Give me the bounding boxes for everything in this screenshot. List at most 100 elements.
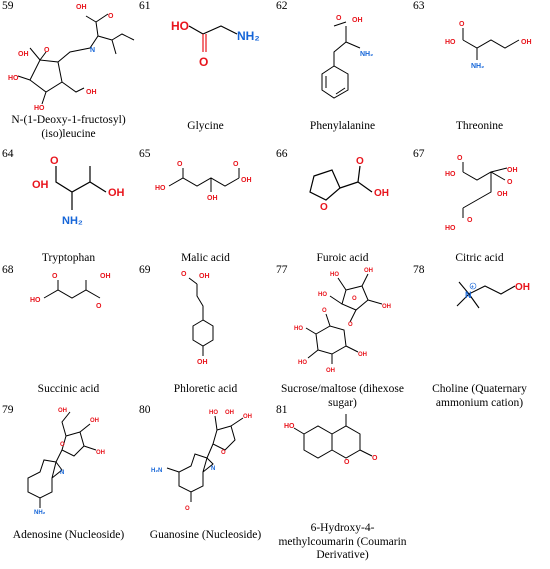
compound-name: 6-Hydroxy-4-methylcoumarin (Coumarin Der… (278, 522, 407, 561)
compound-68: 68 O OH HO O Succinic acid (0, 264, 137, 404)
svg-text:O: O (459, 21, 465, 28)
svg-text:N: N (90, 47, 95, 54)
structure-61: HO O NH₂ (171, 19, 260, 69)
compound-number: 81 (276, 404, 288, 416)
compound-name: Glycine (187, 120, 224, 132)
svg-text:O: O (467, 217, 473, 224)
svg-text:O: O (457, 155, 463, 162)
svg-text:OH: OH (108, 187, 125, 199)
compound-67: 67 O HO OH O OH HO O Citric acid (411, 148, 548, 268)
structure-81: HO O O (284, 414, 378, 466)
svg-text:NH₂: NH₂ (237, 29, 260, 43)
svg-text:O: O (52, 273, 58, 280)
compound-name: Malic acid (181, 252, 230, 264)
svg-text:N: N (465, 290, 472, 300)
svg-text:OH: OH (199, 273, 210, 280)
svg-text:+: + (471, 285, 474, 291)
svg-text:N: N (211, 466, 215, 472)
svg-text:O: O (44, 47, 50, 54)
compound-59: 59 OH O OH O OH HO HO N N-(1-Deoxy-1-fru… (0, 0, 137, 140)
structure-67: O HO OH O OH HO O (445, 155, 518, 232)
svg-text:H₂N: H₂N (151, 468, 162, 474)
svg-text:OH: OH (100, 273, 111, 280)
svg-text:O: O (96, 303, 102, 310)
compound-number: 68 (2, 264, 14, 276)
compound-name: N-(1-Deoxy-1-fructosyl) (iso)leucine (11, 114, 126, 140)
compound-name: Citric acid (455, 252, 504, 264)
compound-number: 64 (2, 148, 14, 160)
compound-69: 69 O OH OH Phloretic acid (137, 264, 274, 404)
svg-text:NH₂: NH₂ (471, 63, 484, 70)
compound-number: 63 (413, 0, 425, 12)
compound-66: 66 O O OH Furoic acid (274, 148, 411, 268)
svg-text:OH: OH (521, 39, 532, 46)
svg-text:O: O (181, 271, 187, 278)
svg-text:HO: HO (330, 272, 339, 278)
compound-name: Guanosine (Nucleoside) (149, 529, 262, 541)
svg-text:HO: HO (30, 297, 41, 304)
structure-59: OH O OH O OH HO HO N (8, 4, 135, 112)
svg-text:OH: OH (364, 268, 373, 274)
svg-text:O: O (320, 202, 328, 213)
svg-text:O: O (322, 308, 327, 314)
svg-text:HO: HO (445, 225, 456, 232)
svg-text:OH: OH (18, 51, 29, 58)
compound-77: 77 HO OH OH HO O O HO O OH OH HO Sucrose… (274, 264, 411, 409)
compound-number: 61 (139, 0, 151, 12)
svg-text:N: N (60, 470, 64, 476)
svg-text:OH: OH (382, 304, 391, 310)
svg-text:HO: HO (171, 19, 189, 33)
svg-text:HO: HO (445, 171, 456, 178)
structure-78: N + OH (456, 281, 530, 309)
compound-number: 77 (276, 264, 288, 276)
svg-text:HO: HO (445, 39, 456, 46)
compound-name: Sucrose/maltose (dihexose sugar) (281, 383, 404, 409)
compound-64: 64 O OH OH NH₂ Tryptophan (0, 148, 137, 268)
structure-79: OH OH OH O N NH₂ (27, 408, 105, 516)
svg-text:O: O (356, 156, 364, 167)
svg-text:OH: OH (507, 167, 518, 174)
svg-text:OH: OH (90, 418, 99, 424)
compound-80: 80 HO OH OH O H₂N N O Guanosine (Nucleos… (137, 404, 274, 564)
svg-text:OH: OH (197, 359, 208, 366)
compound-number: 59 (2, 0, 14, 12)
compound-65: 65 O O HO OH OH Malic acid (137, 148, 274, 268)
svg-text:HO: HO (8, 75, 19, 82)
svg-text:HO: HO (298, 360, 307, 366)
compound-78: 78 N + OH Choline (Quaternary ammonium c… (411, 264, 548, 409)
compound-number: 80 (139, 404, 151, 416)
svg-text:OH: OH (96, 450, 105, 456)
svg-text:O: O (185, 506, 190, 512)
structure-69: O OH OH (181, 271, 214, 366)
svg-text:HO: HO (284, 423, 295, 430)
svg-text:O: O (221, 450, 226, 456)
compound-number: 62 (276, 0, 288, 12)
svg-text:OH: OH (32, 179, 49, 191)
structure-68: O OH HO O (30, 273, 111, 310)
svg-text:HO: HO (294, 326, 303, 332)
svg-text:OH: OH (326, 368, 335, 374)
structure-80: HO OH OH O H₂N N O (151, 410, 252, 512)
svg-text:HO: HO (318, 292, 327, 298)
svg-text:OH: OH (497, 191, 508, 198)
svg-text:NH₂: NH₂ (34, 510, 46, 516)
svg-text:O: O (348, 322, 353, 328)
svg-text:O: O (352, 296, 357, 302)
svg-text:O: O (50, 155, 59, 167)
compound-name: Tryptophan (41, 252, 96, 264)
structure-64: O OH OH NH₂ (32, 155, 125, 227)
svg-text:OH: OH (515, 282, 530, 293)
compound-62: 62 O OH NH₂ Phenylalanine (274, 0, 411, 140)
svg-text:O: O (372, 455, 378, 462)
structure-77: HO OH OH HO O O HO O OH OH HO (294, 268, 391, 374)
svg-text:O: O (233, 161, 239, 168)
compound-number: 65 (139, 148, 151, 160)
compound-81: 81 HO O O 6-Hydroxy-4-methylcoumarin (Co… (274, 404, 411, 569)
compound-79: 79 OH OH OH O N NH₂ Adenosine (Nucleosid… (0, 404, 137, 564)
svg-text:OH: OH (243, 414, 252, 420)
svg-text:O: O (507, 179, 513, 186)
svg-text:O: O (336, 15, 342, 22)
compound-number: 66 (276, 148, 288, 160)
svg-text:NH₂: NH₂ (62, 215, 83, 227)
